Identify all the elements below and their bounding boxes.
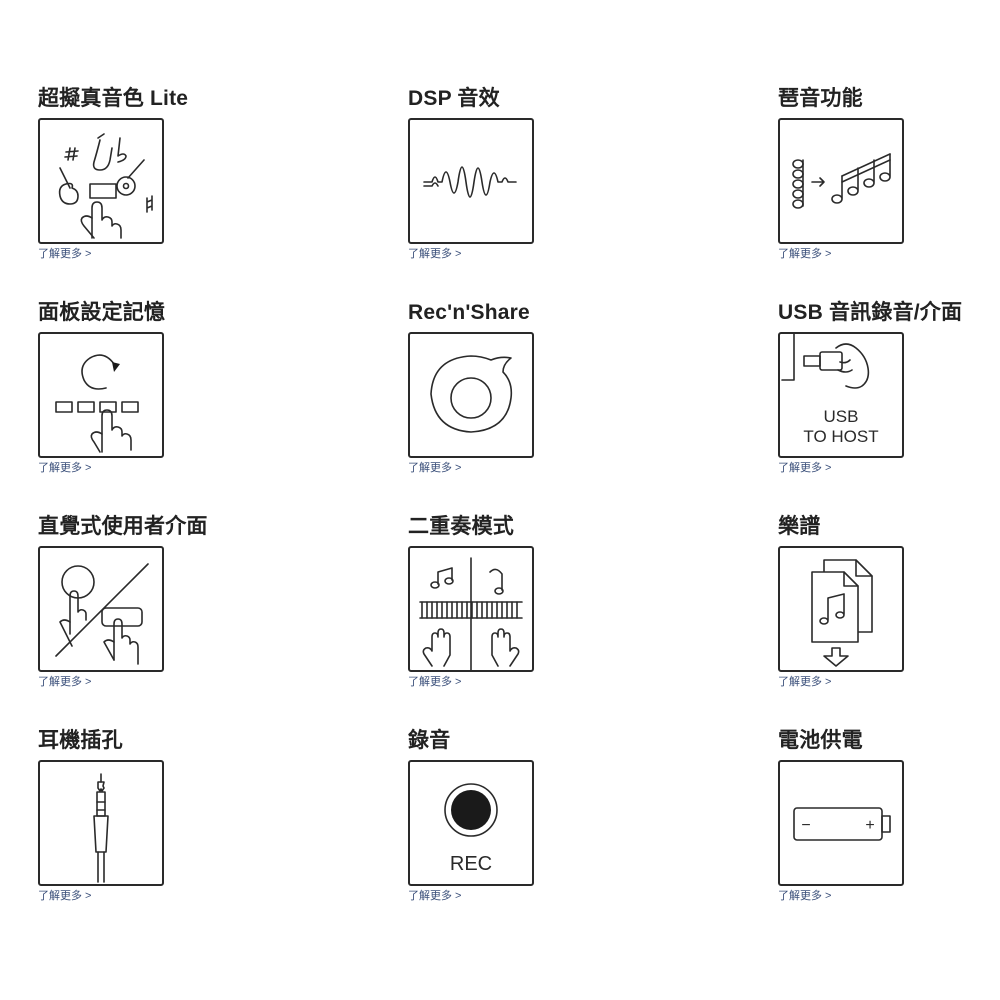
learn-more-link[interactable]: 了解更多> xyxy=(778,462,831,475)
learn-more-link[interactable]: 了解更多> xyxy=(778,248,831,261)
learn-more-link[interactable]: 了解更多> xyxy=(408,462,461,475)
chevron-right-icon: > xyxy=(455,462,462,474)
learn-more-label: 了解更多 xyxy=(38,676,82,688)
chevron-right-icon: > xyxy=(825,890,832,902)
learn-more-label: 了解更多 xyxy=(38,462,82,474)
to-host-label: TO HOST xyxy=(803,427,878,446)
feature-title: DSP 音效 xyxy=(408,87,500,110)
learn-more-link[interactable]: 了解更多> xyxy=(38,676,91,689)
learn-more-link[interactable]: 了解更多> xyxy=(408,890,461,903)
feature-card: 電池供電 − + 了解更多> xyxy=(778,728,1000,908)
learn-more-link[interactable]: 了解更多> xyxy=(778,676,831,689)
learn-more-label: 了解更多 xyxy=(778,890,822,902)
chevron-right-icon: > xyxy=(85,248,92,260)
rec-label: REC xyxy=(450,853,492,875)
feature-card: 耳機插孔 了解更多> xyxy=(38,728,268,908)
feature-card: DSP 音效 了解更多> xyxy=(408,86,638,266)
feature-title: 超擬真音色 Lite xyxy=(38,87,189,110)
battery-icon[interactable]: − + xyxy=(778,760,904,886)
learn-more-label: 了解更多 xyxy=(38,890,82,902)
feature-title: 耳機插孔 xyxy=(38,729,123,752)
panel-memory-icon[interactable] xyxy=(38,332,164,458)
feature-title: 直覺式使用者介面 xyxy=(38,515,208,538)
learn-more-label: 了解更多 xyxy=(778,462,822,474)
chevron-right-icon: > xyxy=(455,890,462,902)
feature-card: 超擬真音色 Lite 了解更多> xyxy=(38,86,268,266)
feature-card: 二重奏模式 了解更多> xyxy=(408,514,638,694)
duo-keyboard-icon[interactable] xyxy=(408,546,534,672)
chevron-right-icon: > xyxy=(825,676,832,688)
feature-title: Rec'n'Share xyxy=(408,301,530,324)
learn-more-link[interactable]: 了解更多> xyxy=(38,890,91,903)
plus-sign: + xyxy=(865,817,874,834)
waveform-icon[interactable] xyxy=(408,118,534,244)
feature-card: 琶音功能 了解更多> xyxy=(778,86,1000,266)
recnshare-logo-icon[interactable] xyxy=(408,332,534,458)
learn-more-label: 了解更多 xyxy=(778,248,822,260)
chevron-right-icon: > xyxy=(85,462,92,474)
minus-sign: − xyxy=(801,817,810,834)
feature-card: 面板設定記憶 了解更多> xyxy=(38,300,268,480)
learn-more-label: 了解更多 xyxy=(778,676,822,688)
feature-card: Rec'n'Share 了解更多> xyxy=(408,300,638,480)
learn-more-link[interactable]: 了解更多> xyxy=(408,248,461,261)
chevron-right-icon: > xyxy=(85,890,92,902)
learn-more-label: 了解更多 xyxy=(408,248,452,260)
record-button-icon[interactable]: REC xyxy=(408,760,534,886)
chevron-right-icon: > xyxy=(455,248,462,260)
headphone-jack-icon[interactable] xyxy=(38,760,164,886)
chevron-right-icon: > xyxy=(85,676,92,688)
instruments-hand-icon[interactable] xyxy=(38,118,164,244)
touch-interface-icon[interactable] xyxy=(38,546,164,672)
learn-more-label: 了解更多 xyxy=(38,248,82,260)
arpeggio-notes-icon[interactable] xyxy=(778,118,904,244)
chevron-right-icon: > xyxy=(825,462,832,474)
feature-card: 樂譜 了解更多> xyxy=(778,514,1000,694)
usb-label: USB xyxy=(824,407,859,426)
score-download-icon[interactable] xyxy=(778,546,904,672)
learn-more-link[interactable]: 了解更多> xyxy=(778,890,831,903)
learn-more-label: 了解更多 xyxy=(408,890,452,902)
feature-title: 電池供電 xyxy=(778,729,863,752)
chevron-right-icon: > xyxy=(825,248,832,260)
feature-title: 二重奏模式 xyxy=(408,515,514,538)
feature-title: USB 音訊錄音/介面 xyxy=(778,301,963,324)
chevron-right-icon: > xyxy=(455,676,462,688)
feature-card: 直覺式使用者介面 了解更多> xyxy=(38,514,268,694)
feature-card: 錄音 REC 了解更多> xyxy=(408,728,638,908)
learn-more-link[interactable]: 了解更多> xyxy=(38,462,91,475)
feature-title: 錄音 xyxy=(408,729,451,752)
learn-more-link[interactable]: 了解更多> xyxy=(38,248,91,261)
usb-plug-icon[interactable]: USB TO HOST xyxy=(778,332,904,458)
learn-more-link[interactable]: 了解更多> xyxy=(408,676,461,689)
learn-more-label: 了解更多 xyxy=(408,462,452,474)
feature-title: 琶音功能 xyxy=(778,87,863,110)
feature-card: USB 音訊錄音/介面 USB TO HOST 了解更多> xyxy=(778,300,1000,480)
feature-title: 樂譜 xyxy=(778,515,821,538)
learn-more-label: 了解更多 xyxy=(408,676,452,688)
feature-title: 面板設定記憶 xyxy=(38,301,166,324)
